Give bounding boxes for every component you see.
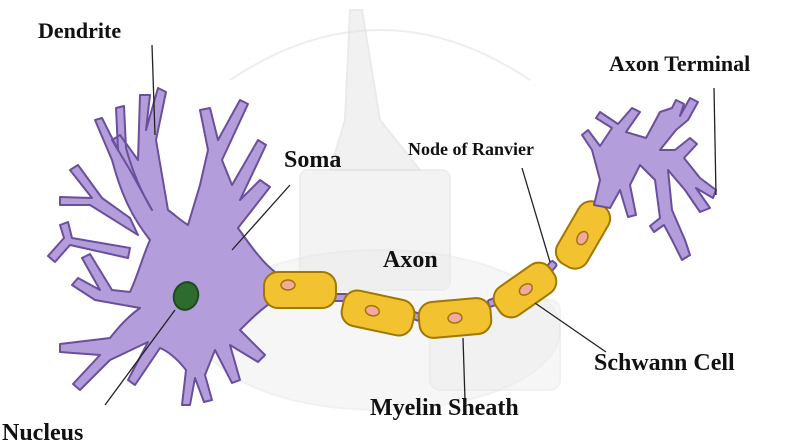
myelin-sheath-label: Myelin Sheath	[370, 395, 519, 421]
axon-terminal-label: Axon Terminal	[609, 51, 750, 76]
neuron-soma-dendrites	[48, 88, 300, 405]
soma-label: Soma	[284, 147, 341, 173]
schwann-cell-label: Schwann Cell	[594, 350, 735, 376]
schwann-cell	[418, 297, 493, 339]
node-of-ranvier-label: Node of Ranvier	[408, 139, 534, 159]
schwann-cell	[264, 272, 336, 308]
axon-label: Axon	[383, 247, 438, 273]
nucleus-label: Nucleus	[2, 420, 83, 446]
dendrite-label: Dendrite	[38, 18, 121, 43]
